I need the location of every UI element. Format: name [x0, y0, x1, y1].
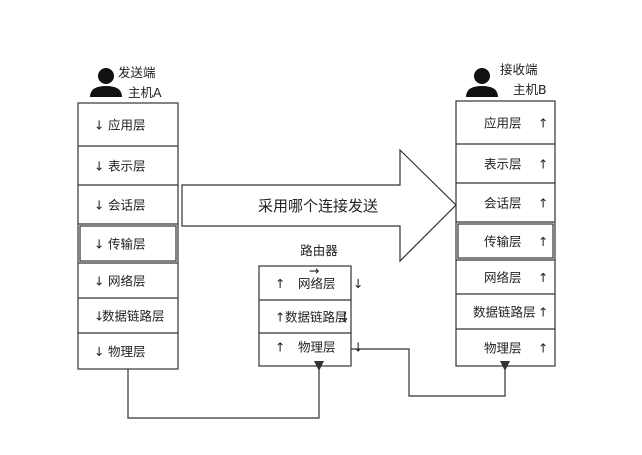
receiver-layer: 传输层 ↑	[456, 221, 555, 259]
sender-layer-highlight	[79, 225, 177, 262]
receiver-layer-highlight	[457, 223, 554, 259]
sender-stack-frame	[77, 102, 179, 370]
sender-layer: ↓ 网络层	[78, 262, 178, 289]
sender-layer-label: 数据链路层	[102, 309, 165, 324]
down-arrow-icon: ↓	[94, 309, 104, 324]
sender-layer-label: 物理层	[108, 344, 146, 359]
link-router-to-b	[351, 348, 510, 397]
down-arrow-icon: ↓	[340, 310, 350, 325]
up-arrow-icon: ↑	[538, 270, 548, 285]
sender-layer-label: 传输层	[108, 237, 146, 252]
sender-layer-label: 网络层	[108, 274, 146, 289]
receiver-layer-label: 应用层	[484, 116, 522, 131]
up-arrow-icon: ↑	[275, 276, 285, 291]
router-layer: ↑数据链路层↓	[259, 299, 351, 325]
sender-layer-label: 会话层	[108, 198, 146, 213]
receiver-layer: 物理层 ↑	[456, 328, 555, 356]
up-arrow-icon: ↑	[275, 310, 285, 325]
receiver-layer: 应用层 ↑	[484, 116, 548, 131]
sender-title: 发送端	[118, 65, 156, 80]
receiver-user-icon	[466, 68, 498, 97]
sender-layer-label: 应用层	[108, 118, 146, 133]
router-title: 路由器	[300, 243, 338, 258]
big-arrow-label: 采用哪个连接发送	[258, 197, 378, 215]
router-layer-label: 物理层	[298, 340, 336, 355]
router-layer: ↑ 物理层 ↓	[259, 332, 363, 355]
receiver-layer: 数据链路层↑	[456, 293, 555, 320]
down-arrow-icon: ↓	[94, 159, 104, 174]
router-layer: ↑ 网络层 ↓ →	[275, 263, 363, 291]
receiver-layer-label: 表示层	[484, 157, 522, 172]
sender-layer: ↓ 传输层	[78, 223, 178, 262]
sender-layer: ↓数据链路层	[78, 297, 178, 324]
up-arrow-icon: ↑	[538, 305, 548, 320]
receiver-layer-label: 数据链路层	[473, 305, 536, 320]
receiver-stack-frame	[455, 100, 556, 367]
up-arrow-icon: ↑	[538, 341, 548, 356]
big-arrow: 采用哪个连接发送	[181, 148, 457, 263]
receiver-layer-label: 传输层	[484, 234, 522, 249]
receiver-stack: 应用层↑表示层↑会话层↑传输层↑网络层↑数据链路层↑物理层↑	[455, 100, 556, 367]
router-layer-label: 数据链路层	[285, 310, 348, 325]
down-arrow-icon: ↓	[94, 198, 104, 213]
receiver-layer-label: 会话层	[484, 196, 522, 211]
down-arrow-icon: ↓	[94, 118, 104, 133]
sender-layer: ↓ 表示层	[78, 145, 178, 174]
receiver-layer-label: 网络层	[484, 270, 522, 285]
up-arrow-icon: ↑	[538, 234, 548, 249]
receiver-layer: 网络层 ↑	[456, 259, 555, 285]
up-arrow-icon: ↑	[275, 340, 285, 355]
down-arrow-icon: ↓	[94, 237, 104, 252]
down-arrow-icon: ↓	[94, 274, 104, 289]
sender-layer: ↓ 应用层	[94, 118, 146, 133]
link-a-to-router	[127, 361, 324, 419]
receiver-layer: 会话层 ↑	[456, 182, 555, 211]
sender-layer: ↓ 会话层	[78, 184, 178, 213]
receiver-layer-label: 物理层	[484, 341, 522, 356]
router-stack-frame	[258, 265, 352, 367]
router-stack: ↑网络层↓→↑数据链路层↓↑物理层↓	[258, 263, 363, 367]
sender-stack: ↓应用层↓表示层↓会话层↓传输层↓网络层↓数据链路层↓物理层	[77, 102, 179, 370]
sender-layer: ↓ 物理层	[78, 332, 178, 359]
up-arrow-icon: ↑	[538, 157, 548, 172]
up-arrow-icon: ↑	[538, 196, 548, 211]
up-arrow-icon: ↑	[538, 116, 548, 131]
sender-user-icon	[90, 68, 122, 97]
right-arrow-icon: →	[309, 263, 319, 278]
down-arrow-icon: ↓	[353, 340, 363, 355]
sender-layer-label: 表示层	[108, 159, 146, 174]
down-arrow-icon: ↓	[353, 276, 363, 291]
down-arrow-icon: ↓	[94, 344, 104, 359]
receiver-host: 主机B	[513, 82, 547, 97]
router-layer-label: 网络层	[298, 276, 336, 291]
receiver-title: 接收端	[500, 62, 538, 77]
receiver-layer: 表示层 ↑	[456, 143, 555, 172]
sender-host: 主机A	[128, 85, 162, 100]
